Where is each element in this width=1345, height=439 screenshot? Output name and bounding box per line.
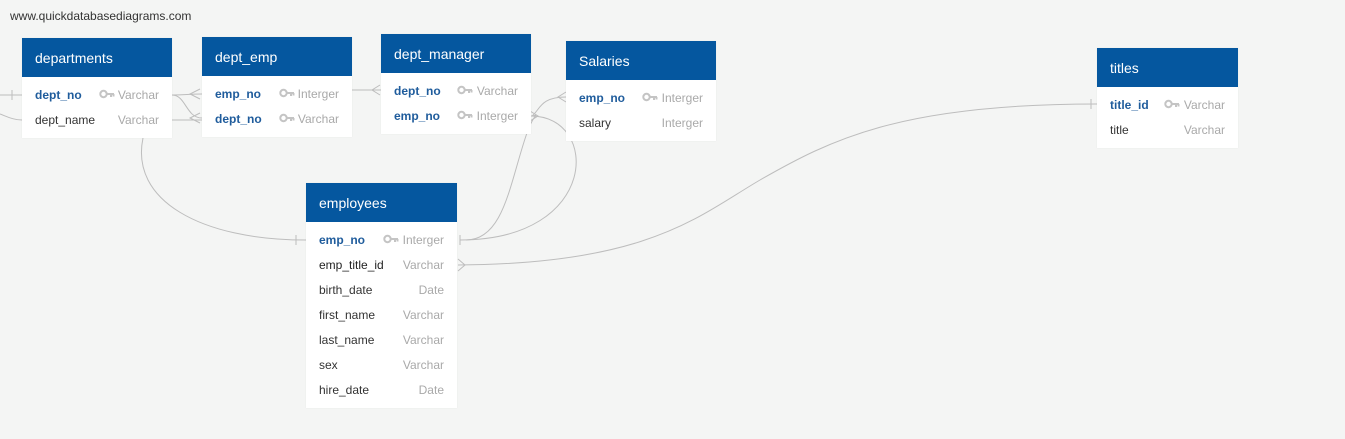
table-title: titles xyxy=(1097,48,1238,87)
table-title: Salaries xyxy=(566,41,716,80)
column-name: salary xyxy=(579,116,612,130)
column-name: dept_no xyxy=(215,112,262,126)
table-row[interactable]: salary Interger xyxy=(566,110,716,135)
table-row[interactable]: birth_date Date xyxy=(306,277,457,302)
table-dept-manager[interactable]: dept_manager dept_no Varchar emp_no Inte… xyxy=(381,34,531,134)
rel-titles-employees xyxy=(457,103,1098,266)
watermark: www.quickdatabasediagrams.com xyxy=(10,9,192,23)
table-row[interactable]: dept_no Varchar xyxy=(381,78,531,103)
column-name: last_name xyxy=(319,333,375,347)
table-row[interactable]: emp_no Interger xyxy=(381,103,531,128)
column-name: title_id xyxy=(1110,98,1149,112)
table-employees[interactable]: employees emp_no Interger emp_title_id V… xyxy=(306,183,457,408)
column-type: Varchar xyxy=(117,88,159,102)
column-name: emp_no xyxy=(215,87,262,101)
key-icon xyxy=(1164,99,1180,109)
column-type: Interger xyxy=(661,116,703,130)
table-title: dept_manager xyxy=(381,34,531,73)
column-name: sex xyxy=(319,358,338,372)
column-name: dept_name xyxy=(35,113,96,127)
table-row[interactable]: sex Varchar xyxy=(306,352,457,377)
rel-salaries-employees xyxy=(459,96,577,241)
table-dept-emp[interactable]: dept_emp emp_no Interger dept_no Varchar xyxy=(202,37,352,137)
table-title: employees xyxy=(306,183,457,222)
table-row[interactable]: first_name Varchar xyxy=(306,302,457,327)
table-row[interactable]: dept_name Varchar xyxy=(22,107,172,132)
column-type: Varchar xyxy=(402,333,444,347)
table-row[interactable]: title_id Varchar xyxy=(1097,92,1238,117)
table-row[interactable]: last_name Varchar xyxy=(306,327,457,352)
table-row[interactable]: hire_date Date xyxy=(306,377,457,402)
column-type: Varchar xyxy=(1183,98,1225,112)
column-name: birth_date xyxy=(319,283,373,297)
column-name: hire_date xyxy=(319,383,370,397)
column-type: Varchar xyxy=(402,258,444,272)
table-titles[interactable]: titles title_id Varchar title Varchar xyxy=(1097,48,1238,148)
key-icon xyxy=(99,89,115,99)
column-name: dept_no xyxy=(35,88,82,102)
column-name: emp_no xyxy=(579,91,626,105)
key-icon xyxy=(457,110,473,120)
table-row[interactable]: emp_title_id Varchar xyxy=(306,252,457,277)
table-row[interactable]: dept_no Varchar xyxy=(22,82,172,107)
rel-offscreen-dept-name xyxy=(0,113,23,121)
table-title: departments xyxy=(22,38,172,77)
column-type: Interger xyxy=(297,87,339,101)
column-type: Varchar xyxy=(476,84,518,98)
table-departments[interactable]: departments dept_no Varchar dept_name Va… xyxy=(22,38,172,138)
key-icon xyxy=(383,234,399,244)
key-icon xyxy=(457,85,473,95)
column-type: Interger xyxy=(476,109,518,123)
column-type: Varchar xyxy=(1183,123,1225,137)
table-row[interactable]: emp_no Interger xyxy=(202,81,352,106)
column-name: emp_no xyxy=(394,109,441,123)
rel-departments-dept-emp xyxy=(171,94,203,119)
column-type: Interger xyxy=(661,91,703,105)
column-type: Varchar xyxy=(297,112,339,126)
table-salaries[interactable]: Salaries emp_no Interger salary Interger xyxy=(566,41,716,141)
column-name: title xyxy=(1110,123,1129,137)
column-name: dept_no xyxy=(394,84,441,98)
column-type: Varchar xyxy=(402,358,444,372)
table-row[interactable]: title Varchar xyxy=(1097,117,1238,142)
column-type: Interger xyxy=(402,233,444,247)
column-name: emp_no xyxy=(319,233,366,247)
key-icon xyxy=(279,88,295,98)
column-type: Date xyxy=(418,283,444,297)
rel-departments-employees xyxy=(141,137,307,241)
table-row[interactable]: emp_no Interger xyxy=(566,85,716,110)
column-type: Date xyxy=(418,383,444,397)
table-title: dept_emp xyxy=(202,37,352,76)
table-row[interactable]: dept_no Varchar xyxy=(202,106,352,131)
column-name: first_name xyxy=(319,308,376,322)
column-type: Varchar xyxy=(117,113,159,127)
key-icon xyxy=(279,113,295,123)
key-icon xyxy=(642,92,658,102)
table-row[interactable]: emp_no Interger xyxy=(306,227,457,252)
column-name: emp_title_id xyxy=(319,258,384,272)
column-type: Varchar xyxy=(402,308,444,322)
